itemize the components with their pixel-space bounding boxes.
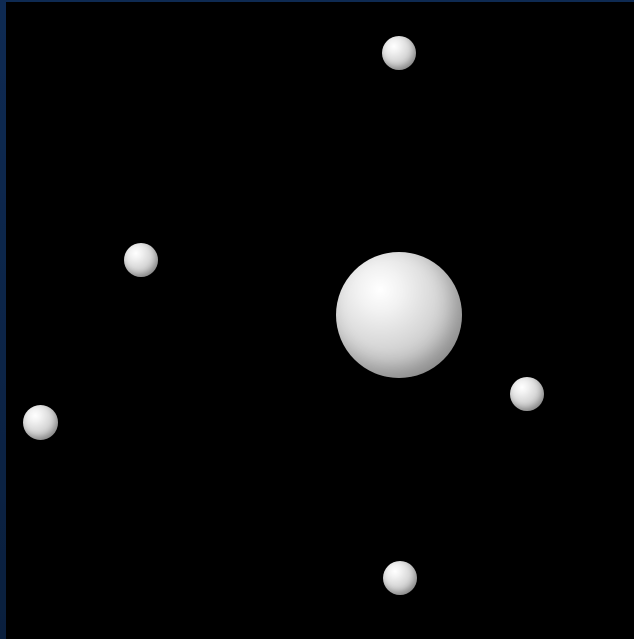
small-sphere-right[interactable]	[510, 377, 544, 411]
game-canvas[interactable]	[6, 2, 634, 639]
large-sphere[interactable]	[336, 252, 462, 378]
small-sphere-bottom[interactable]	[383, 561, 417, 595]
small-sphere-left-lower[interactable]	[23, 405, 58, 440]
small-sphere-top[interactable]	[382, 36, 416, 70]
small-sphere-left-upper[interactable]	[124, 243, 158, 277]
